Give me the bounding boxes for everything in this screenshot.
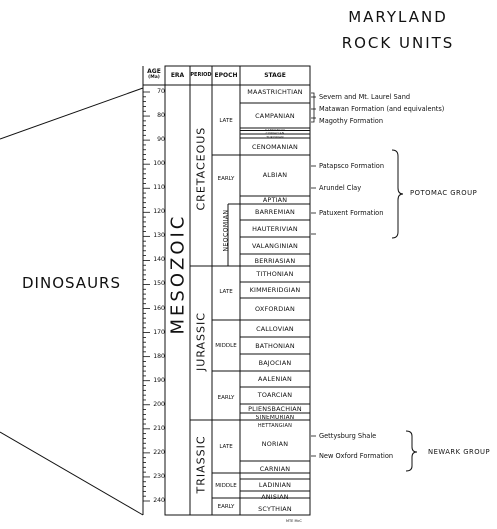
- age-tick-label: 190: [153, 376, 165, 384]
- unit-patapsco: Patapsco Formation: [319, 162, 385, 170]
- age-tick-label: 150: [153, 280, 165, 288]
- epoch-neocomian: NEOCOMIAN: [222, 209, 230, 252]
- header-epoch: EPOCH: [214, 72, 238, 79]
- header-period: PERIOD: [190, 72, 212, 78]
- age-tick-label: 80: [157, 112, 165, 120]
- age-tick-label: 210: [153, 424, 165, 432]
- age-tick-label: 170: [153, 328, 165, 336]
- unit-magothy: Magothy Formation: [319, 117, 383, 125]
- epoch-jurassic-late: LATE: [219, 289, 233, 295]
- age-tick-label: 180: [153, 352, 165, 360]
- potomac-group-label: POTOMAC GROUP: [410, 189, 478, 197]
- period-cretaceous-label: CRETACEOUS: [194, 126, 208, 211]
- header-age-unit: (Ma): [148, 75, 160, 80]
- stage-santonian: SANTONIAN: [265, 128, 285, 132]
- era-mesozoic-label: MESOZOIC: [167, 213, 189, 335]
- stage-bathonian: BATHONIAN: [255, 342, 295, 350]
- unit-severn-mt-laurel: Severn and Mt. Laurel Sand: [319, 93, 411, 101]
- period-jurassic-label: JURASSIC: [194, 312, 208, 371]
- stage-aptian: APTIAN: [262, 196, 288, 204]
- stage-ladinian: LADINIAN: [258, 481, 292, 489]
- stage-scythian: SCYTHIAN: [258, 505, 292, 513]
- title-line-2: ROCK UNITS: [341, 34, 455, 52]
- epoch-jurassic-middle: MIDDLE: [215, 343, 237, 349]
- stage-campanian: CAMPANIAN: [255, 112, 295, 120]
- epoch-triassic-early: EARLY: [217, 504, 235, 510]
- stage-tithonian: TITHONIAN: [256, 270, 294, 278]
- unit-new-oxford: New Oxford Formation: [319, 452, 394, 460]
- age-tick-label: 120: [153, 208, 165, 216]
- title-line-1: MARYLAND: [348, 8, 448, 26]
- unit-patuxent: Patuxent Formation: [319, 209, 384, 217]
- stage-pliensbachian: PLIENSBACHIAN: [248, 405, 302, 413]
- stage-oxfordian: OXFORDIAN: [255, 305, 295, 313]
- age-tick-label: 140: [153, 256, 165, 264]
- stage-cenomanian: CENOMANIAN: [251, 143, 298, 151]
- stage-kimmeridgian: KIMMERIDGIAN: [249, 286, 301, 294]
- dinosaurs-label: DINOSAURS: [22, 274, 121, 292]
- epoch-cretaceous-late: LATE: [219, 118, 233, 124]
- age-tick-label: 110: [153, 184, 165, 192]
- stage-norian: NORIAN: [261, 440, 289, 448]
- period-triassic-label: TRIASSIC: [194, 435, 208, 494]
- stage-berriasian: BERRIASIAN: [254, 257, 296, 265]
- age-tick-label: 160: [153, 304, 165, 312]
- stage-maastrichtian: MAASTRICHTIAN: [247, 88, 303, 96]
- stage-aalenian: AALENIAN: [258, 375, 292, 383]
- age-tick-label: 90: [157, 136, 165, 144]
- stage-carnian: CARNIAN: [259, 465, 291, 473]
- age-tick-label: 70: [157, 88, 165, 95]
- stage-valanginian: VALANGINIAN: [251, 242, 299, 250]
- stage-toarcian: TOARCIAN: [257, 391, 293, 399]
- header-age-label: AGE: [147, 68, 161, 75]
- header-era: ERA: [170, 72, 185, 79]
- age-tick-label: 230: [153, 472, 165, 480]
- age-tick-label: 100: [153, 160, 165, 168]
- epoch-triassic-middle: MIDDLE: [215, 483, 237, 489]
- stage-turonian: TURONIAN: [266, 134, 284, 139]
- epoch-cretaceous-early: EARLY: [217, 176, 235, 182]
- header-age: AGE (Ma): [143, 68, 165, 80]
- stage-hauterivian: HAUTERIVIAN: [252, 225, 298, 233]
- stage-barremian: BARREMIAN: [254, 208, 296, 216]
- age-tick-label: 130: [153, 232, 165, 240]
- newark-group-label: NEWARK GROUP: [428, 448, 491, 456]
- unit-matawan: Matawan Formation (and equivalents): [319, 105, 445, 113]
- stage-sinemurian: SINEMURIAN: [255, 415, 295, 421]
- age-tick-label: 240: [153, 497, 165, 504]
- stage-albian: ALBIAN: [262, 171, 288, 179]
- unit-arundel: Arundel Clay: [319, 184, 362, 192]
- stage-bajocian: BAJOCIAN: [258, 359, 292, 367]
- epoch-triassic-late: LATE: [219, 444, 233, 450]
- stage-hettangian: HETTANGIAN: [257, 423, 293, 429]
- unit-gettysburg: Gettysburg Shale: [319, 432, 377, 440]
- epoch-jurassic-early: EARLY: [217, 395, 235, 401]
- age-tick-label: 220: [153, 448, 165, 456]
- stage-anisian: ANISIAN: [261, 493, 289, 501]
- header-stage: STAGE: [264, 72, 286, 79]
- credit-text: MTE McC: [286, 519, 302, 523]
- stage-coniacian: CONIACIAN: [265, 131, 285, 135]
- stage-callovian: CALLOVIAN: [256, 325, 294, 333]
- age-tick-label: 200: [153, 400, 165, 408]
